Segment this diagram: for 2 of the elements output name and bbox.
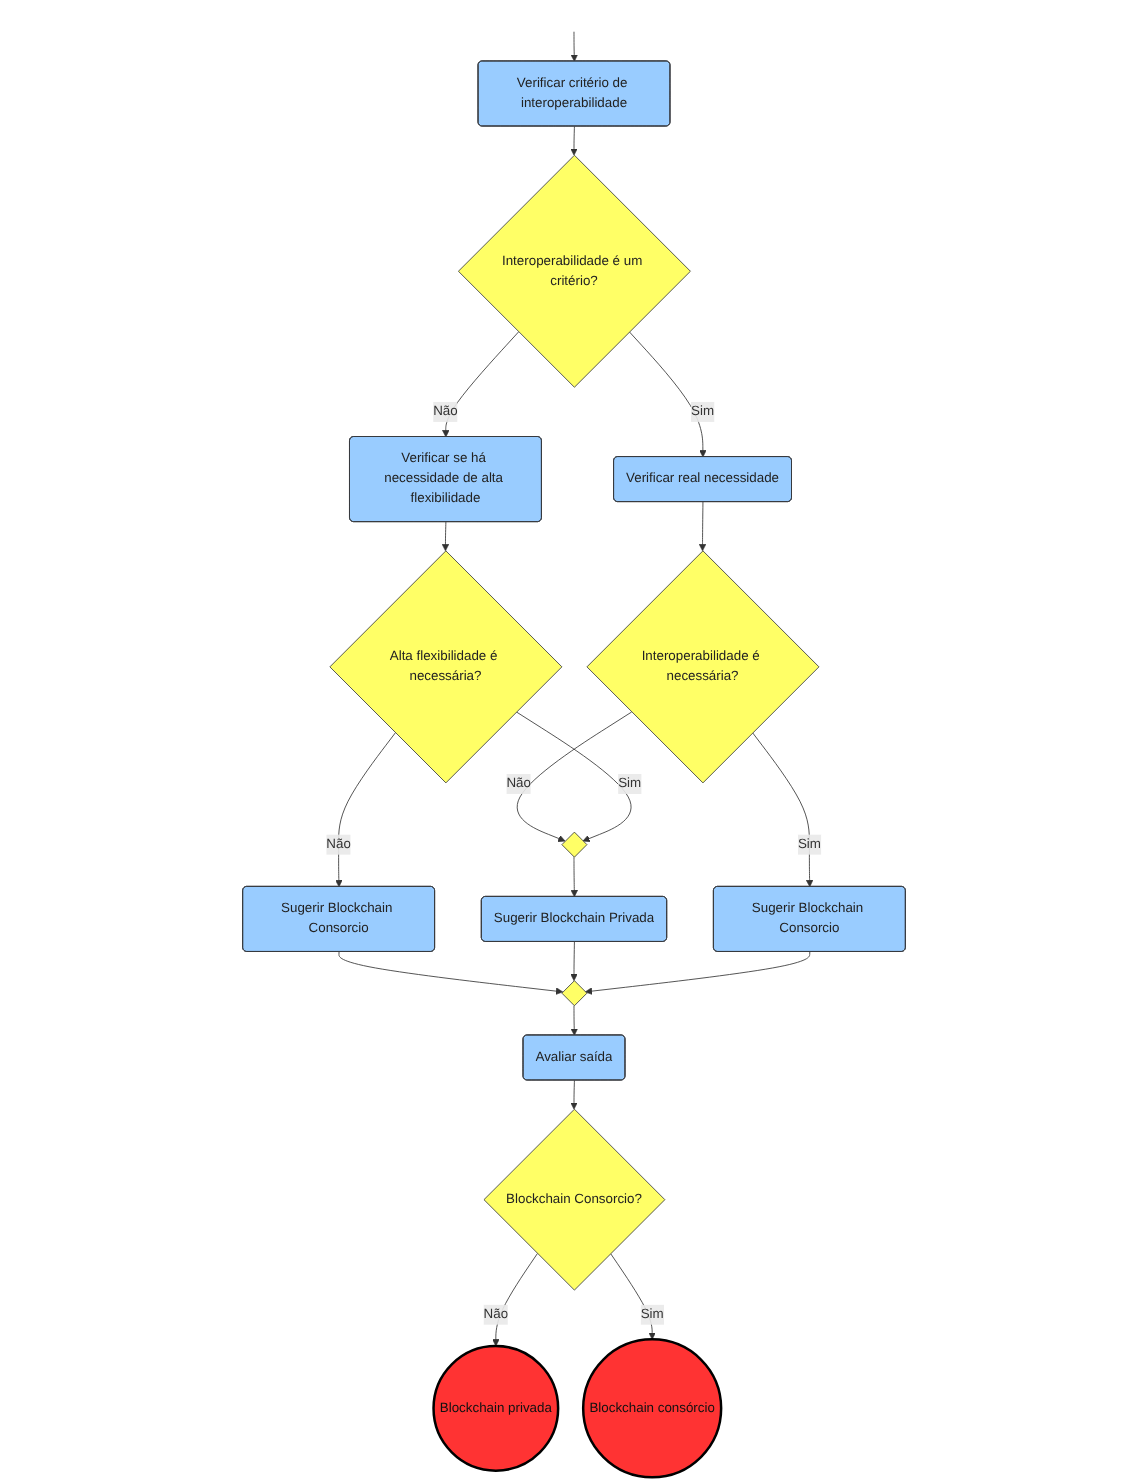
node-diamond [561, 980, 588, 1007]
node-diamond [561, 831, 588, 858]
